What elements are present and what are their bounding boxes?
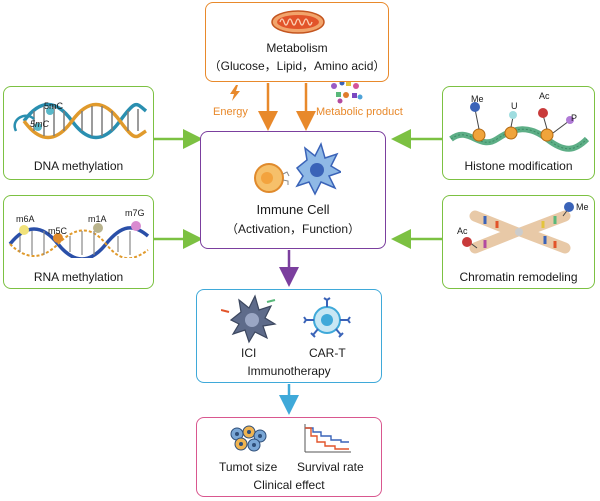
clinical-effect-box: Tumot size Survival rate Clinical effect [196, 417, 382, 497]
immune-cell-box: Immune Cell （Activation，Function） [200, 131, 386, 249]
nucleosome-icon [449, 102, 589, 152]
ici-label: ICI [241, 346, 257, 360]
immune-cells-icon [254, 141, 341, 196]
chromatin-tag-me: Me [576, 202, 589, 212]
histone-modification-title: Histone modification [464, 159, 573, 173]
rna-tag-m5c: m5C [48, 226, 68, 236]
tumor-size-label: Tumot size [219, 460, 278, 474]
rna-methylation-title: RNA methylation [33, 270, 124, 284]
dna-helix-icon [13, 102, 148, 140]
rna-strand-icon [8, 221, 150, 258]
metabolism-title: Metabolism [266, 41, 328, 55]
chromatin-tag-ac: Ac [457, 226, 468, 236]
ici-cell-icon [221, 294, 277, 344]
car-t-cell-icon [303, 297, 351, 338]
metabolism-subtitle: （Glucose，Lipid，Amino acid） [208, 59, 386, 73]
immune-cell-title: Immune Cell [256, 202, 330, 217]
rna-tag-m6a: m6A [16, 214, 35, 224]
histone-tag-me: Me [471, 94, 484, 104]
metabolic-product-label: Metabolic product [316, 106, 403, 118]
dna-tag-5mc-2: 5mC [30, 119, 50, 129]
immune-cell-subtitle: （Activation，Function） [225, 222, 361, 236]
clinical-effect-title: Clinical effect [253, 478, 325, 492]
histone-tag-p: P [571, 113, 578, 123]
metabolite-molecules-icon [331, 80, 363, 104]
energy-label: Energy [213, 106, 248, 118]
histone-modification-box: Me U Ac P Histone modification [442, 86, 595, 180]
chromatin-remodeling-title: Chromatin remodeling [459, 270, 578, 284]
survival-rate-label: Survival rate [297, 460, 364, 474]
rna-methylation-box: m6A m5C m1A m7G RNA methylation [3, 195, 154, 289]
tumor-cells-icon [230, 425, 267, 452]
dna-tag-5mc-1: 5mC [44, 101, 64, 111]
mitochondrion-icon [271, 10, 325, 34]
histone-tag-ac: Ac [539, 91, 550, 101]
car-t-label: CAR-T [309, 346, 346, 360]
immunotherapy-title: Immunotherapy [247, 364, 331, 378]
chromosome-icon [462, 202, 574, 254]
rna-tag-m7g: m7G [125, 208, 145, 218]
lightning-icon [230, 85, 240, 101]
chromatin-remodeling-box: Me Ac Chromatin remodeling [442, 195, 595, 289]
dna-methylation-box: 5mC 5mC DNA methylation [3, 86, 154, 180]
immunotherapy-box: ICI CAR-T Immunotherapy [196, 289, 382, 383]
histone-tag-u: U [511, 101, 518, 111]
survival-curve-icon [304, 424, 351, 453]
dna-methylation-title: DNA methylation [33, 159, 124, 173]
metabolism-box: Metabolism （Glucose，Lipid，Amino acid） [205, 2, 389, 82]
rna-tag-m1a: m1A [88, 214, 107, 224]
